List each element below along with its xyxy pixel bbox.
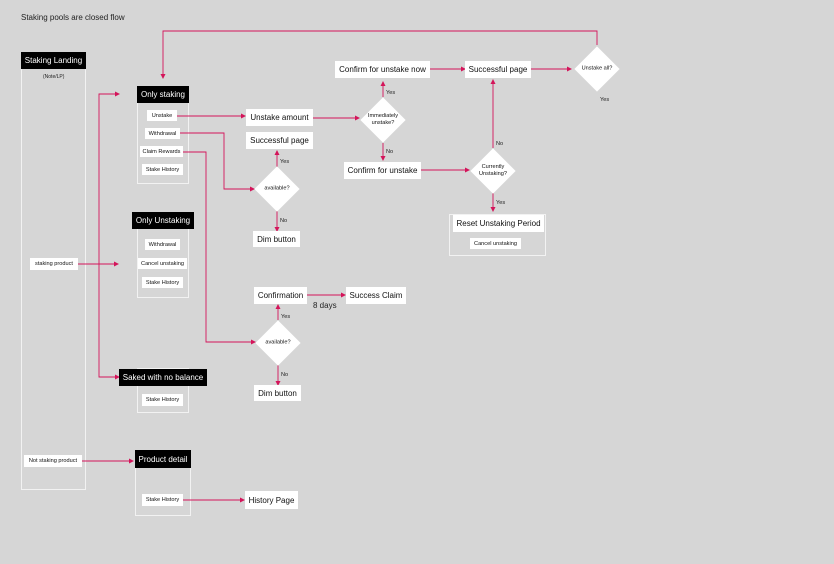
reset-unstaking-panel <box>449 214 546 256</box>
dim-button-box-2: Dim button <box>254 385 301 401</box>
no-label-available-1: No <box>280 218 288 224</box>
os-unstake-button[interactable]: Unstake <box>147 110 177 121</box>
currently-unstaking-text: Currently Unstaking? <box>479 164 507 177</box>
no-label-available-2: No <box>281 372 289 378</box>
arrow-unstake-all-loop <box>160 30 598 79</box>
cancel-unstaking-button[interactable]: Cancel unstaking <box>470 238 521 249</box>
no-label-immediately: No <box>386 149 394 155</box>
dim-button-box-1: Dim button <box>253 231 300 247</box>
ou-cancel-unstaking-button[interactable]: Cancel unstaking <box>138 258 187 269</box>
confirmation-box: Confirmation <box>254 287 307 304</box>
yes-label-available-2: Yes <box>281 314 291 320</box>
successful-page-box-1: Successful page <box>246 132 313 149</box>
yes-label-immediately: Yes <box>386 90 396 96</box>
note-lp-label: (Note/LP) <box>43 74 65 80</box>
available-decision-2-text: available? <box>265 339 291 346</box>
arrow-landing-to-staked-no-balance <box>98 264 120 380</box>
snb-stake-history-button[interactable]: Stake History <box>142 394 183 406</box>
product-detail-header: Product detail <box>135 450 191 468</box>
arrow-withdrawal-to-available-1 <box>180 132 255 192</box>
staking-product-box[interactable]: staking product <box>30 258 78 270</box>
available-decision-1-text: available? <box>264 185 290 192</box>
only-unstaking-header: Only Unstaking <box>132 212 194 229</box>
yes-label-unstake-all: Yes <box>600 97 610 103</box>
pd-stake-history-button[interactable]: Stake History <box>142 494 183 506</box>
ou-stake-history-button[interactable]: Stake History <box>142 277 183 288</box>
not-staking-product-box[interactable]: Not staking product <box>24 455 82 467</box>
staked-no-balance-panel <box>137 368 189 413</box>
history-page-box: History Page <box>245 491 298 509</box>
staked-no-balance-header: Saked with no balance <box>119 369 207 386</box>
confirm-unstake-box: Confirm for unstake <box>344 162 421 179</box>
os-claim-rewards-button[interactable]: Claim Rewards <box>140 146 183 157</box>
immediately-unstake-text: Immediately unstake? <box>367 113 399 126</box>
arrow-claim-to-available-2 <box>183 151 256 345</box>
eight-days-label: 8 days <box>313 301 337 310</box>
os-withdrawal-button[interactable]: Withdrawal <box>145 128 180 139</box>
page-title: Staking pools are closed flow <box>21 13 125 22</box>
no-label-currently: No <box>496 141 504 147</box>
yes-label-currently: Yes <box>496 200 506 206</box>
arrow-landing-to-only-staking <box>98 91 120 264</box>
success-claim-box: Success Claim <box>346 287 406 304</box>
staking-landing-header: Staking Landing <box>21 52 86 69</box>
unstake-amount-box: Unstake amount <box>246 109 313 126</box>
ou-withdrawal-button[interactable]: Withdrawal <box>145 239 180 250</box>
yes-label-available-1: Yes <box>280 159 290 165</box>
unstake-all-text: Unstake all? <box>581 65 613 72</box>
only-staking-header: Only staking <box>137 86 189 103</box>
confirm-unstake-now-box: Confirm for unstake now <box>335 61 430 78</box>
os-stake-history-button[interactable]: Stake History <box>142 164 183 175</box>
successful-page-box-2: Successful page <box>465 61 531 78</box>
reset-unstaking-period-box: Reset Unstaking Period <box>453 215 544 232</box>
